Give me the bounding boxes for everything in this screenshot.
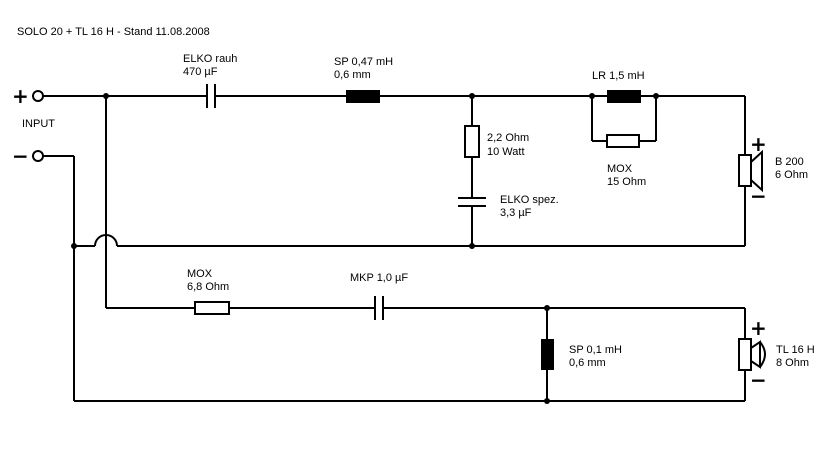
- label-elko-spez-name: ELKO spez.: [500, 194, 559, 206]
- label-mkp-1-0-name: MKP 1,0 µF: [350, 272, 408, 284]
- input-minus-sign: −: [12, 144, 29, 168]
- label-mox-6-8-value: 6,8 Ohm: [187, 281, 229, 293]
- input-plus-sign: +: [12, 84, 29, 108]
- label-sp-047-value: 0,6 mm: [334, 69, 371, 81]
- speaker-b200-icon: [738, 149, 763, 193]
- input-plus-terminal: [32, 90, 44, 102]
- label-elko-rauh-value: 470 µF: [183, 66, 218, 78]
- label-r-2-2-value: 2,2 Ohm: [487, 132, 529, 144]
- b200-minus-sign: −: [750, 184, 767, 208]
- label-elko-spez-value: 3,3 µF: [500, 207, 532, 219]
- label-b200-name: B 200: [775, 156, 804, 168]
- input-label: INPUT: [22, 118, 55, 130]
- label-mox-15-value: 15 Ohm: [607, 176, 646, 188]
- label-sp-0-1-value: 0,6 mm: [569, 357, 606, 369]
- inductor-sp-047: [346, 90, 380, 103]
- capacitor-elko-rauh: [206, 84, 216, 108]
- capacitor-elko-spez: [458, 197, 486, 207]
- label-sp-047-name: SP 0,47 mH: [334, 56, 393, 68]
- label-tl16h-value: 8 Ohm: [776, 357, 809, 369]
- parallel-branch-wire: [591, 96, 657, 142]
- speaker-tl16h-icon: [738, 338, 766, 371]
- label-r-2-2-power: 10 Watt: [487, 146, 525, 158]
- label-mox-6-8-name: MOX: [187, 268, 213, 280]
- diagram-title: SOLO 20 + TL 16 H - Stand 11.08.2008: [17, 26, 210, 38]
- inductor-sp-0-1: [541, 339, 554, 370]
- label-lr-1-5-name: LR 1,5 mH: [592, 70, 645, 82]
- input-minus-terminal: [32, 150, 44, 162]
- label-tl16h-name: TL 16 H: [776, 344, 815, 356]
- label-b200-value: 6 Ohm: [775, 169, 808, 181]
- tweeter-feed-wire: [105, 96, 746, 339]
- b200-plus-sign: +: [750, 132, 767, 156]
- resistor-mox-6-8: [194, 301, 230, 315]
- label-mox-15-name: MOX: [607, 163, 633, 175]
- resistor-mox-15: [606, 134, 640, 148]
- capacitor-mkp-1-0: [374, 296, 384, 320]
- woofer-return-wire: [74, 186, 746, 247]
- inductor-lr-1-5: [607, 90, 641, 103]
- tl16h-minus-sign: −: [750, 368, 767, 392]
- tl16h-plus-sign: +: [750, 316, 767, 340]
- label-elko-rauh-name: ELKO rauh: [183, 53, 237, 65]
- label-sp-0-1-name: SP 0,1 mH: [569, 344, 622, 356]
- ground-wire: [43, 155, 745, 402]
- resistor-2-2-ohm: [464, 125, 480, 158]
